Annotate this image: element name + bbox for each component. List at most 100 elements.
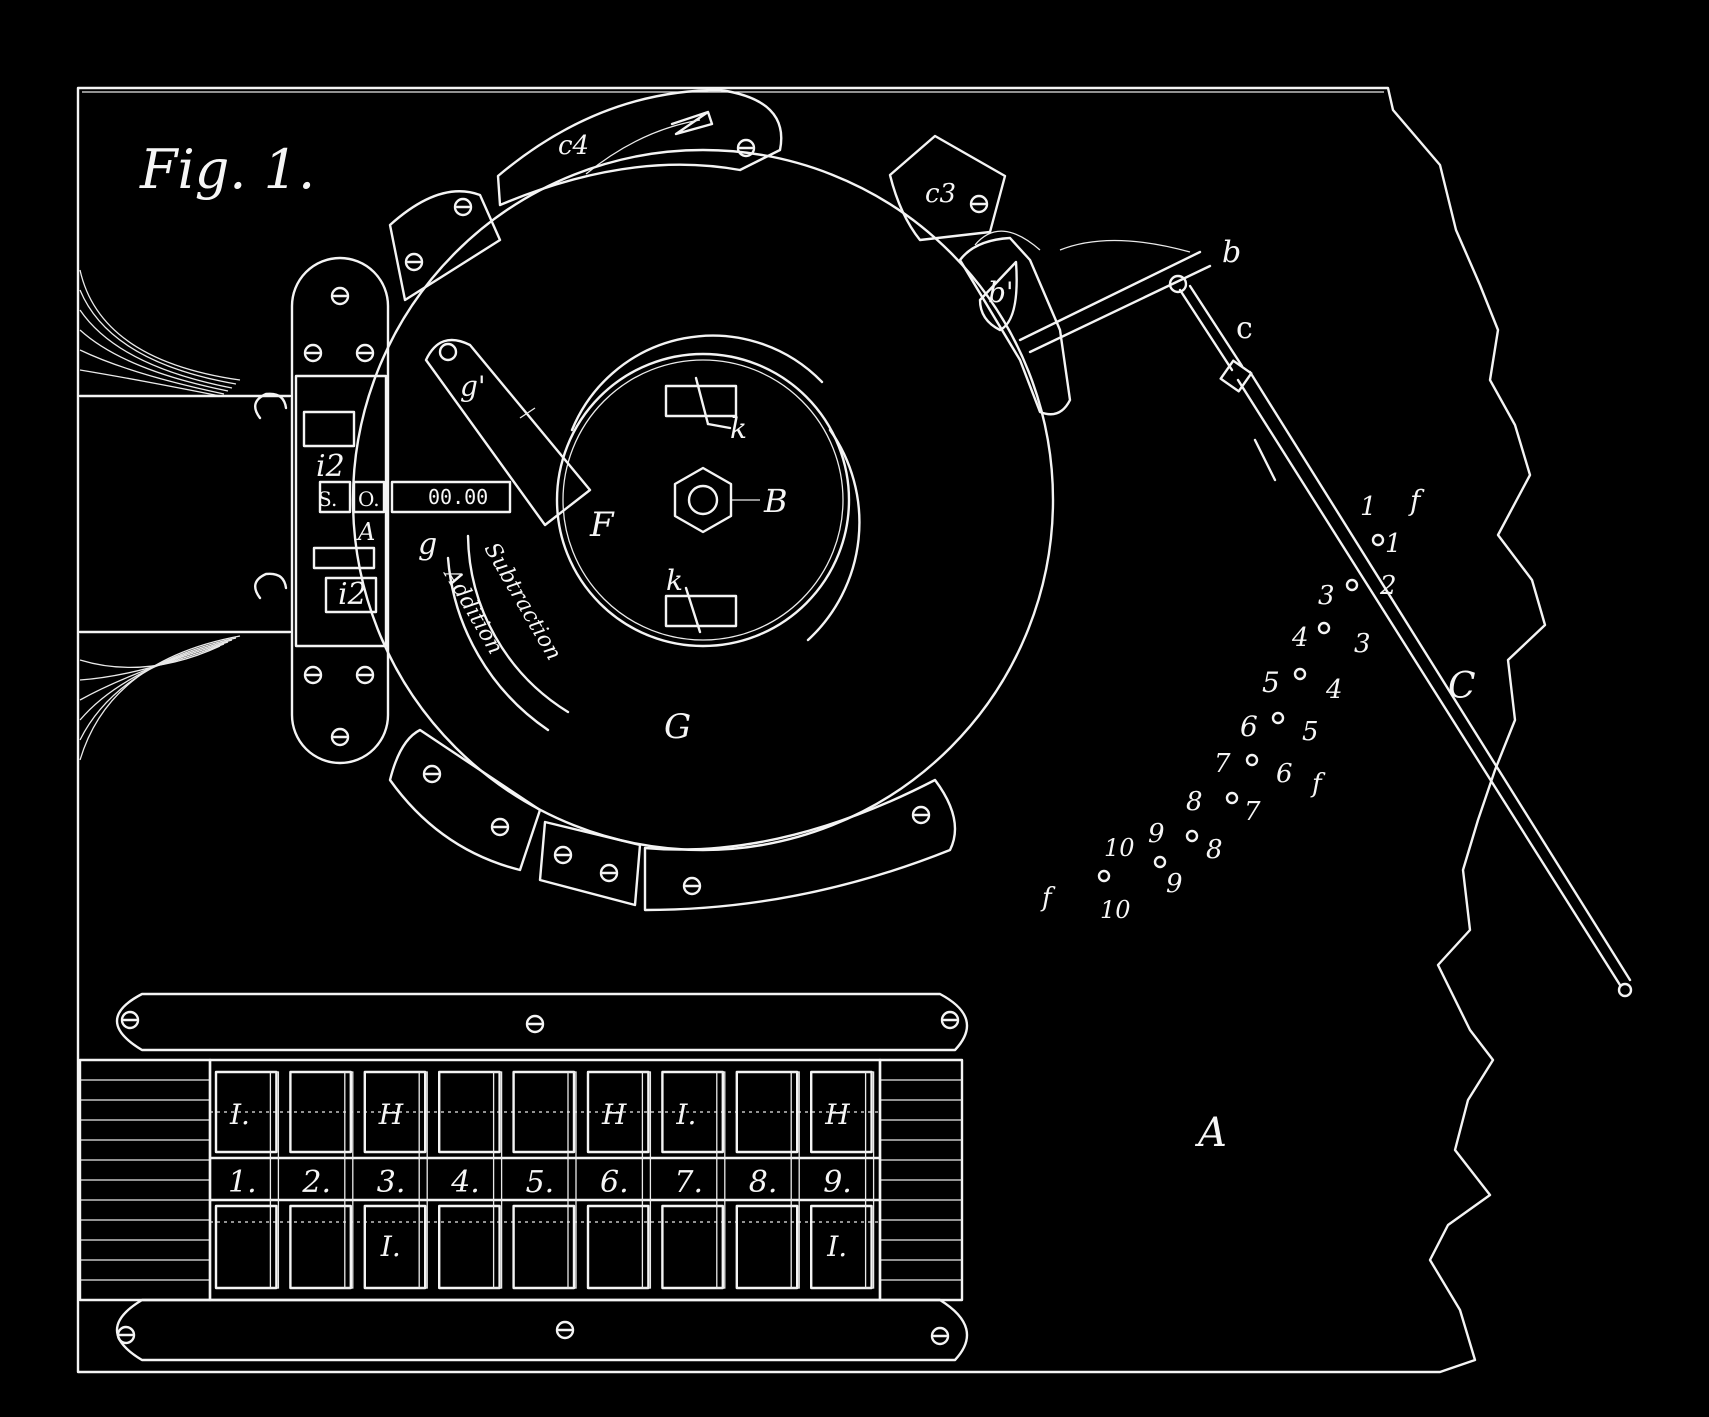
scale-right-4: 4 xyxy=(1325,675,1343,705)
key-top-window xyxy=(586,1070,650,1154)
key-digit-label: 9. xyxy=(823,1165,852,1200)
scale-right-5: 5 xyxy=(1302,717,1319,747)
key-digit-label: 2. xyxy=(301,1165,331,1200)
key-column-9[interactable]: 9. H I. xyxy=(810,1070,875,1290)
cell-s-label: S. xyxy=(318,487,337,511)
scale-left-7: 7 xyxy=(1214,749,1231,779)
base-a-label: A xyxy=(1194,1110,1227,1156)
key-bottom-window xyxy=(289,1204,352,1290)
slot-g-label: g xyxy=(418,527,437,562)
lever-b-prime-label: b' xyxy=(988,276,1014,309)
key-top-window xyxy=(512,1070,576,1154)
key-rack xyxy=(269,1071,280,1289)
key-top-window xyxy=(289,1070,352,1154)
key-column-1[interactable]: 1. I. xyxy=(214,1070,280,1290)
scale-left-5: 5 xyxy=(1262,666,1280,699)
left-scroll-ornaments xyxy=(78,269,292,761)
inner-disc-f-label: F xyxy=(589,505,615,545)
key-top-window xyxy=(214,1070,278,1154)
lever-c-label: c xyxy=(1236,311,1253,346)
key-column-6[interactable]: 6. H xyxy=(586,1070,652,1290)
keyboard-unit xyxy=(78,992,969,1362)
key-top-window xyxy=(438,1070,501,1154)
clamp-c3-label: c3 xyxy=(925,179,956,209)
counting-disc: B k k F G g' 00.00 g Subtraction Additio… xyxy=(351,148,1055,852)
scale-left-1: 1 xyxy=(1360,492,1377,522)
scale-right-3: 3 xyxy=(1354,629,1371,659)
key-digit-label: 4. xyxy=(450,1165,480,1200)
scale-left-8: 8 xyxy=(1186,787,1203,817)
key-top-window xyxy=(363,1070,427,1154)
key-top-label: H xyxy=(824,1098,850,1131)
scale-right-7: 7 xyxy=(1244,797,1261,827)
key-digit-label: 5. xyxy=(526,1165,555,1200)
scale-end-f-top: f xyxy=(1310,769,1326,799)
scale-right-2: 2 xyxy=(1379,571,1397,601)
scale-right-9: 9 xyxy=(1166,869,1183,899)
key-bottom-window xyxy=(810,1204,873,1290)
key-rack xyxy=(344,1071,354,1289)
cell-a-label: A xyxy=(356,518,375,546)
key-column-4[interactable]: 4. xyxy=(438,1070,503,1290)
key-column-5[interactable]: 5. xyxy=(512,1070,577,1290)
scale-finger-f: f xyxy=(1408,484,1425,517)
key-bottom-window xyxy=(735,1204,799,1290)
key-rack xyxy=(567,1071,577,1289)
key-rack xyxy=(716,1071,726,1289)
scale-left-10: 10 xyxy=(1104,834,1135,862)
scale-end-f-bottom: f xyxy=(1040,883,1056,913)
scale-left-6: 6 xyxy=(1240,710,1258,743)
key-column-8[interactable]: 8. xyxy=(735,1070,800,1290)
scale-right-8: 8 xyxy=(1206,835,1223,865)
scale-left-3: 3 xyxy=(1318,581,1335,611)
label-i2-top: i2 xyxy=(316,449,345,484)
scale-right-6: 6 xyxy=(1276,759,1293,789)
scale-left-4: 4 xyxy=(1291,623,1309,653)
arm-g-prime-label: g' xyxy=(460,370,486,403)
key-digit-label: 6. xyxy=(600,1165,629,1200)
lever-assembly: b b' c C xyxy=(958,230,1633,998)
key-top-label: I. xyxy=(229,1098,250,1131)
scale-left-9: 9 xyxy=(1148,819,1165,849)
key-top-label: H xyxy=(601,1098,627,1131)
scale-right-1: 1 xyxy=(1385,529,1402,559)
key-bottom-label: I. xyxy=(826,1230,847,1263)
key-rack xyxy=(641,1071,652,1289)
outer-disc-g-label: G xyxy=(664,707,691,747)
key-column-2[interactable]: 2. xyxy=(289,1070,354,1290)
key-digit-label: 1. xyxy=(228,1165,257,1200)
scale-right-10: 10 xyxy=(1100,896,1131,924)
key-column-7[interactable]: 7. I. xyxy=(661,1070,726,1290)
key-top-window xyxy=(661,1070,725,1154)
number-scale: 1 1 f 3 2 4 3 5 4 6 5 7 6 f 8 7 9 8 10 9… xyxy=(1040,484,1425,924)
slide-bracket: i2 i2 S. O. A xyxy=(254,256,390,765)
key-top-label: I. xyxy=(675,1098,696,1131)
key-top-window xyxy=(810,1070,873,1154)
key-bottom-label: I. xyxy=(380,1230,401,1263)
key-digit-label: 7. xyxy=(674,1165,703,1200)
key-rack xyxy=(790,1071,800,1289)
keyboard-keys: 1. I. 2. 3. H I. 4. 5. 6. H 7. I. 8. 9. H I. xyxy=(214,1070,875,1290)
key-top-label: H xyxy=(378,1098,404,1131)
key-bottom-window xyxy=(363,1204,427,1290)
key-digit-label: 8. xyxy=(749,1165,778,1200)
key-bottom-window xyxy=(214,1204,278,1290)
cell-o-label: O. xyxy=(358,487,380,511)
key-digit-label: 3. xyxy=(377,1165,406,1200)
key-bottom-window xyxy=(661,1204,725,1290)
key-rack xyxy=(418,1071,428,1289)
key-rack xyxy=(492,1071,503,1289)
lever-b-label: b xyxy=(1222,235,1241,270)
key-k-bottom-label: k xyxy=(666,564,683,597)
disc-reading: 00.00 xyxy=(428,485,488,509)
rod-c-label: C xyxy=(1448,666,1476,707)
key-bottom-window xyxy=(438,1204,501,1290)
key-rack xyxy=(864,1071,875,1289)
clamp-c4-label: c4 xyxy=(558,131,589,161)
key-bottom-window xyxy=(586,1204,650,1290)
key-k-top-label: k xyxy=(730,412,747,445)
key-top-window xyxy=(735,1070,799,1154)
figure-title: Fig. 1. xyxy=(139,138,315,201)
key-column-3[interactable]: 3. H I. xyxy=(363,1070,428,1290)
